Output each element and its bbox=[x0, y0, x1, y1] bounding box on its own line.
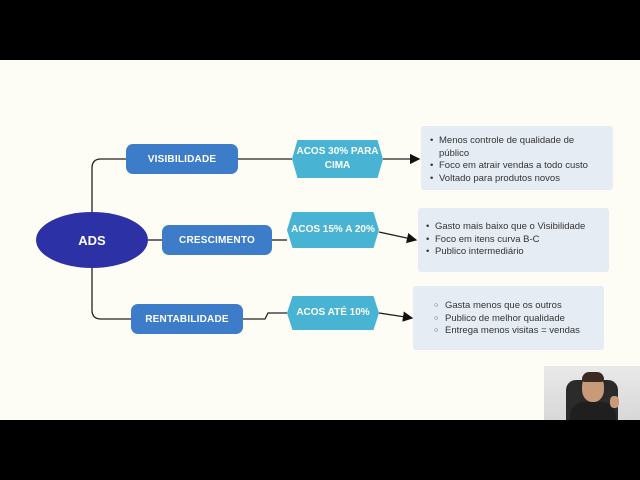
list-item: Gasta menos que os outros bbox=[445, 300, 598, 313]
list-item: Gasto mais baixo que o Visibilidade bbox=[435, 221, 603, 234]
branch-label: RENTABILIDADE bbox=[145, 314, 229, 325]
acos-crescimento: ACOS 15% A 20% bbox=[287, 212, 379, 248]
list-item: Entrega menos visitas = vendas bbox=[445, 325, 598, 338]
list-item: Foco em atrair vendas a todo custo bbox=[439, 160, 605, 173]
acos-label: ACOS 15% A 20% bbox=[291, 223, 375, 237]
acos-visibilidade: ACOS 30% PARA CIMA bbox=[292, 140, 383, 178]
arrow-rentabilidade bbox=[379, 313, 412, 318]
presenter-hair bbox=[582, 372, 604, 382]
list-item: Menos controle de qualidade de público bbox=[439, 135, 605, 160]
root-node-ads: ADS bbox=[36, 212, 148, 268]
presenter-body bbox=[570, 402, 616, 420]
acos-label: ACOS 30% PARA CIMA bbox=[292, 145, 383, 173]
presenter-hand bbox=[610, 396, 619, 408]
branch-label: CRESCIMENTO bbox=[179, 235, 255, 246]
description-box-rentabilidade: Gasta menos que os outros Publico de mel… bbox=[413, 286, 604, 350]
list-item: Voltado para produtos novos bbox=[439, 173, 605, 186]
branch-visibilidade: VISIBILIDADE bbox=[126, 144, 238, 174]
branch-rentabilidade: RENTABILIDADE bbox=[131, 304, 243, 334]
description-box-visibilidade: Menos controle de qualidade de público F… bbox=[421, 126, 613, 190]
acos-label: ACOS ATÉ 10% bbox=[296, 306, 369, 320]
webcam-overlay bbox=[544, 366, 640, 420]
description-box-crescimento: Gasto mais baixo que o Visibilidade Foco… bbox=[418, 208, 609, 272]
list-item: Publico de melhor qualidade bbox=[445, 313, 598, 326]
list-item: Publico intermediário bbox=[435, 246, 603, 259]
arrow-crescimento bbox=[379, 232, 416, 240]
list-item: Foco em itens curva B-C bbox=[435, 234, 603, 247]
connector-root-visibilidade bbox=[92, 159, 126, 212]
connector-root-rentabilidade bbox=[92, 268, 131, 319]
acos-rentabilidade: ACOS ATÉ 10% bbox=[287, 296, 379, 330]
branch-label: VISIBILIDADE bbox=[148, 154, 217, 165]
connector-rentabilidade-acos bbox=[243, 313, 287, 319]
branch-crescimento: CRESCIMENTO bbox=[162, 225, 272, 255]
root-label: ADS bbox=[78, 233, 105, 248]
